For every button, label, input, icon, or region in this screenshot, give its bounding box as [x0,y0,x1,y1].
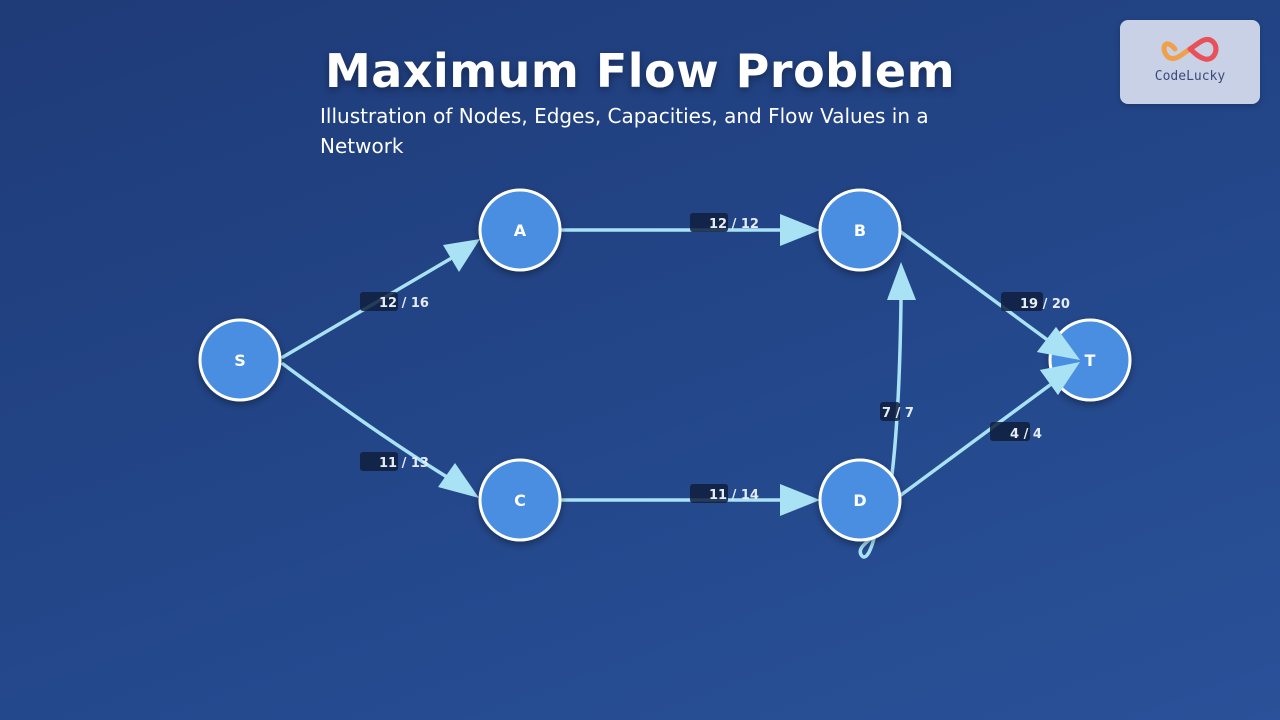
node-d: D [818,458,902,542]
node-label-s: S [234,351,246,370]
edge-label-s-c: 11 / 13 [360,452,429,471]
arrowhead-s-a [443,239,480,272]
edge-label-s-a: 12 / 16 [360,292,429,311]
edge-label-b-t: 19 / 20 [1001,292,1070,312]
edge-labels: 12 / 16 11 / 13 12 / 12 11 / 14 7 / 7 19… [360,213,1070,503]
edge-label-text-c-d: 11 / 14 [709,488,759,503]
nodes: S A B C D T [198,188,1132,542]
infinity-logo-icon [1161,36,1219,62]
edge-b-t [899,230,1055,346]
edge-label-a-b: 12 / 12 [690,213,759,232]
arrowhead-c-d [780,484,820,516]
edge-label-c-d: 11 / 14 [690,484,759,503]
arrowhead-a-b [780,214,820,246]
edge-s-c [281,362,449,479]
node-s: S [198,318,282,402]
edge-label-text-d-t: 4 / 4 [1010,427,1042,442]
edge-label-text-b-t: 19 / 20 [1020,297,1070,312]
edge-label-d-t: 4 / 4 [990,422,1042,442]
logo-text: CodeLucky [1154,69,1226,84]
codelucky-logo: CodeLucky [1120,20,1260,104]
node-c: C [478,458,562,542]
edge-label-text-s-a: 12 / 16 [379,296,429,311]
page-title: Maximum Flow Problem [324,44,955,98]
page-subtitle: Illustration of Nodes, Edges, Capacities… [320,104,929,158]
edges [281,228,1055,559]
node-a: A [478,188,562,272]
edge-label-text-a-b: 12 / 12 [709,217,759,232]
arrowhead-b-t-top [1037,327,1080,360]
edge-label-text-s-c: 11 / 13 [379,456,429,471]
arrowhead-d-b [887,262,916,300]
node-label-c: C [514,491,526,510]
edge-label-text-d-b: 7 / 7 [882,406,914,421]
edge-d-t [899,383,1052,497]
arrowhead-s-c [438,463,479,498]
node-label-t: T [1085,351,1096,370]
node-label-d: D [853,491,866,510]
node-label-b: B [854,221,866,240]
edge-label-d-b: 7 / 7 [880,402,914,421]
arrowheads-top [1037,327,1080,395]
arrowhead-d-t-top [1040,362,1080,395]
node-b: B [818,188,902,272]
node-label-a: A [514,221,527,240]
node-t: T [1048,318,1132,402]
